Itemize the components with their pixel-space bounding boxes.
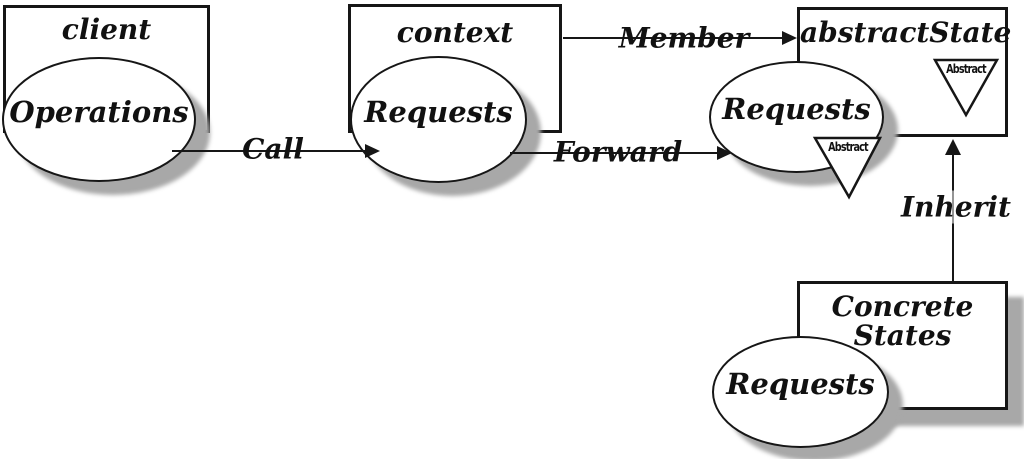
forward-edge-label: Forward [553, 135, 683, 169]
abstract-requests-label: Requests [722, 92, 871, 126]
abstract-state-box-title: abstractState [800, 16, 1012, 49]
context-requests-ellipse: Requests [350, 56, 527, 183]
abstract-marker-small-label: Abstract [828, 140, 868, 154]
forward-arrow-line [510, 152, 718, 154]
concrete-requests-label: Requests [726, 367, 875, 401]
triangle-down-icon [932, 58, 1000, 118]
call-arrowhead-icon [365, 144, 380, 158]
context-requests-label: Requests [364, 94, 513, 129]
triangle-down-icon [812, 136, 883, 200]
abstract-marker-large-label: Abstract [946, 62, 986, 76]
inherit-arrowhead-icon [945, 139, 961, 155]
client-operations-label: Operations [9, 94, 189, 129]
member-arrowhead-icon [782, 31, 797, 45]
client-box-title: client [61, 13, 152, 46]
abstract-marker-small-triangle: Abstract [810, 133, 888, 203]
client-operations-ellipse: Operations [2, 57, 196, 182]
abstract-marker-large-triangle: Abstract [930, 56, 1002, 120]
call-arrow-line [172, 150, 368, 152]
concrete-states-box-title-line1: Concrete [831, 290, 974, 323]
context-box-title: context [396, 16, 514, 49]
abstract-requests-ellipse: Requests [709, 61, 884, 173]
concrete-requests-ellipse: Requests [712, 336, 889, 448]
forward-arrowhead-icon [717, 146, 732, 160]
member-edge-label: Member [618, 21, 750, 55]
call-edge-label: Call [242, 132, 304, 166]
concrete-states-box-title-line2: States [853, 319, 952, 352]
member-arrow-line [563, 37, 784, 39]
inherit-edge-label: Inherit [899, 190, 1013, 224]
